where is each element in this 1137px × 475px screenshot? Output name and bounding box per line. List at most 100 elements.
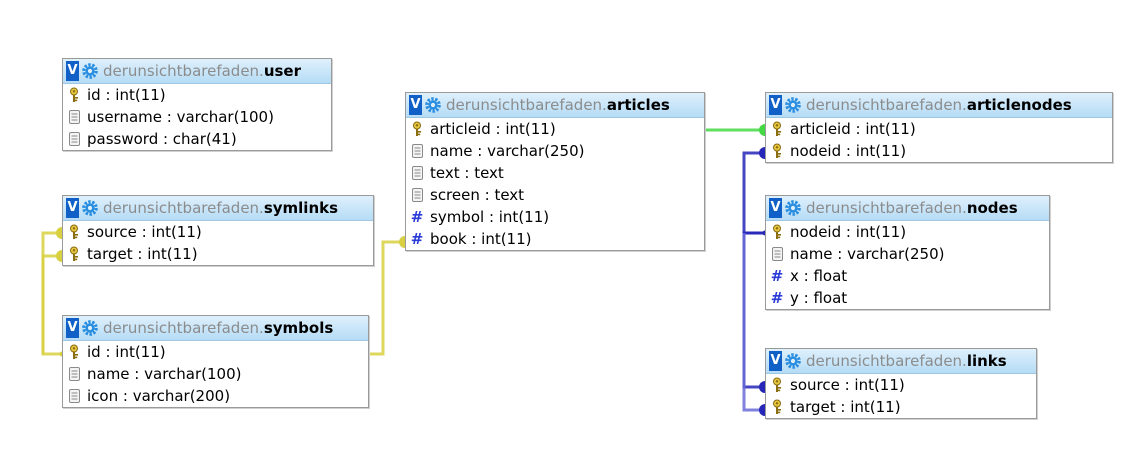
column-row[interactable]: nodeid : int(11) [766,221,1049,243]
column-label: articleid : int(11) [430,120,556,138]
relation-symlinks-target-symbols [41,254,62,354]
database-name: derunsichtbarefaden. [806,96,967,114]
table-name: articlenodes [966,96,1072,114]
toggle-view-icon[interactable]: V [66,318,79,338]
column-row[interactable]: # book : int(11) [406,228,704,250]
column-row[interactable]: id : int(11) [63,84,331,106]
column-label: x : float [790,267,848,285]
gear-icon[interactable] [81,319,99,337]
column-row[interactable]: articleid : int(11) [406,118,704,140]
database-name: derunsichtbarefaden. [103,199,264,217]
gear-icon[interactable] [784,199,802,217]
column-row[interactable]: #x : float [766,265,1049,287]
column-label: nodeid : int(11) [790,223,907,241]
table-name: articles [606,96,670,114]
primary-key-icon [770,377,784,393]
column-row[interactable]: source : int(11) [63,221,373,243]
primary-key-icon [67,87,81,103]
column-row[interactable]: target : int(11) [766,396,1036,418]
column-label: target : int(11) [790,398,901,416]
column-row[interactable]: screen : text [406,184,704,206]
toggle-view-icon[interactable]: V [769,351,782,371]
text-column-icon [410,143,424,159]
column-row[interactable]: source : int(11) [766,374,1036,396]
column-label: screen : text [430,186,525,204]
primary-key-icon [410,121,424,137]
column-label: y : float [790,289,848,307]
column-row[interactable]: articleid : int(11) [766,118,1112,140]
column-row[interactable]: name : varchar(250) [766,243,1049,265]
database-name: derunsichtbarefaden. [103,319,264,337]
column-label: source : int(11) [87,223,202,241]
column-label: articleid : int(11) [790,120,916,138]
column-row[interactable]: icon : varchar(200) [63,385,368,407]
primary-key-icon [67,224,81,240]
toggle-view-icon[interactable]: V [66,198,79,218]
primary-key-icon [67,344,81,360]
column-label: text : text [430,164,504,182]
column-row[interactable]: # y : float [766,287,1049,309]
primary-key-icon [67,246,81,262]
text-column-icon [410,165,424,181]
primary-key-icon [770,224,784,240]
toggle-view-icon[interactable]: V [769,198,782,218]
numeric-column-icon: # [770,289,784,307]
text-column-icon [67,388,81,404]
text-column-icon [410,187,424,203]
relation-end-links-target [759,404,765,416]
numeric-column-icon: # [410,230,424,248]
database-name: derunsichtbarefaden. [806,352,967,370]
relation-nodes-links-source [742,231,765,389]
column-row[interactable]: text : text [406,162,704,184]
gear-icon[interactable] [784,352,802,370]
column-label: target : int(11) [87,245,198,263]
column-row[interactable]: password : char(41) [63,128,331,150]
database-name: derunsichtbarefaden. [446,96,607,114]
gear-icon[interactable] [784,96,802,114]
column-row[interactable]: name : varchar(250) [406,140,704,162]
column-label: name : varchar(250) [790,245,945,263]
column-label: username : varchar(100) [87,108,274,126]
column-label: name : varchar(250) [430,142,585,160]
gear-icon[interactable] [81,62,99,80]
toggle-view-icon[interactable]: V [66,61,79,81]
column-label: book : int(11) [430,230,532,248]
column-row[interactable]: target : int(11) [63,243,373,265]
primary-key-icon [770,399,784,415]
column-row[interactable]: id : int(11) [63,341,368,363]
relation-end-articles-book [399,236,405,248]
gear-icon[interactable] [424,96,442,114]
toggle-view-icon[interactable]: V [409,95,422,115]
gear-icon[interactable] [81,199,99,217]
column-row[interactable]: #symbol : int(11) [406,206,704,228]
table-name: symlinks [263,199,339,217]
primary-key-icon [770,121,784,137]
column-label: icon : varchar(200) [87,387,231,405]
text-column-icon [770,246,784,262]
column-row[interactable]: nodeid : int(11) [766,140,1112,162]
toggle-view-icon[interactable]: V [769,95,782,115]
relation-end-links-source [759,381,765,393]
column-row[interactable]: name : varchar(100) [63,363,368,385]
table-name: nodes [966,199,1018,217]
table-name: user [263,62,302,80]
column-label: id : int(11) [87,86,166,104]
relation-end-symlinks-source [56,227,62,239]
column-row[interactable]: username : varchar(100) [63,106,331,128]
table-name: symbols [263,319,334,337]
column-label: nodeid : int(11) [790,142,907,160]
